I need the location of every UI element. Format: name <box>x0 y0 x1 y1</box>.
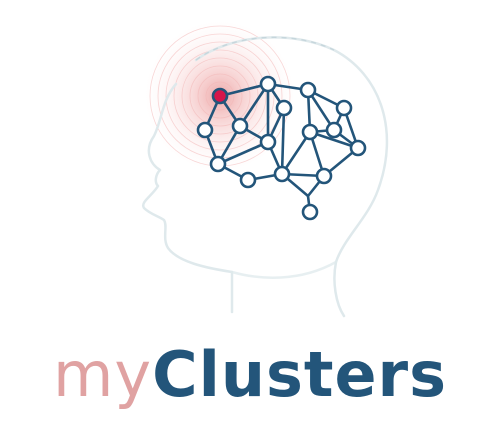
network-node <box>301 123 319 141</box>
network-node <box>209 155 227 173</box>
network-node <box>335 99 353 117</box>
network-node <box>259 75 277 93</box>
wordmark-suffix: Clusters <box>152 338 448 411</box>
network-node <box>259 133 277 151</box>
network-node <box>349 139 367 157</box>
network-node <box>239 171 257 189</box>
network-node <box>196 121 214 139</box>
wordmark: myClusters <box>0 330 500 420</box>
highlight-node <box>211 87 229 105</box>
head-outline <box>141 36 389 318</box>
network-node <box>273 165 291 183</box>
network-nodes <box>196 75 367 221</box>
network-node <box>325 121 343 139</box>
dashed-arc <box>195 36 335 61</box>
network-node <box>315 167 333 185</box>
network-node <box>275 99 293 117</box>
network-node <box>299 81 317 99</box>
network-node <box>301 203 319 221</box>
wordmark-prefix: my <box>52 338 153 411</box>
network-node <box>231 117 249 135</box>
